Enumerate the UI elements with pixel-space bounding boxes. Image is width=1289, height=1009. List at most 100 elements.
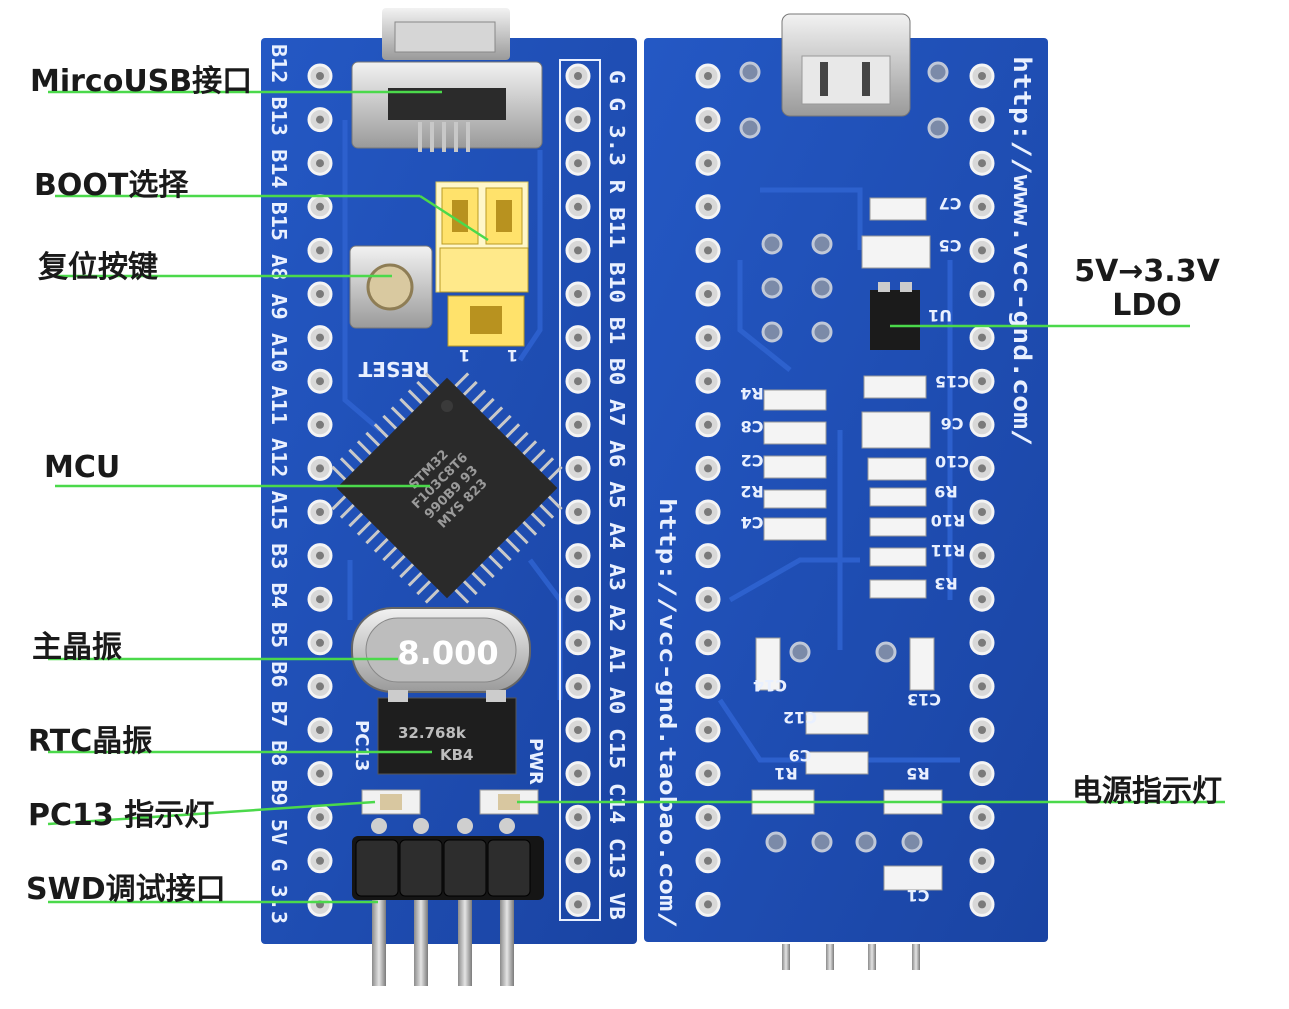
chip-pin	[496, 546, 512, 562]
chip-pin	[530, 448, 546, 464]
component-designator: R9	[934, 482, 957, 501]
rtc-crystal	[377, 690, 517, 775]
back-small-vias	[739, 61, 949, 853]
reset-button	[349, 245, 433, 329]
chip-pin	[365, 431, 381, 447]
header-hole-center	[978, 420, 986, 429]
header-hole-center	[978, 202, 986, 211]
header-hole-center	[574, 159, 582, 168]
component-designator: C6	[941, 414, 964, 433]
chip-pin	[382, 546, 398, 562]
chip-pin	[331, 465, 347, 481]
chip-pin	[407, 571, 423, 587]
header-hole-center	[316, 638, 324, 647]
chip-pin	[462, 380, 478, 396]
chip-pin	[505, 537, 521, 553]
header-hole-center	[574, 551, 582, 560]
label-main-crystal: 主晶振	[32, 630, 122, 665]
label-ldo-line1: 5V→3.3V	[1074, 254, 1220, 289]
chip-pin	[390, 554, 406, 570]
header-hole-center	[316, 769, 324, 778]
header-hole-center	[704, 551, 712, 560]
chip-pin	[522, 520, 538, 536]
header-hole-center	[704, 246, 712, 255]
header-hole-center	[704, 595, 712, 604]
header-hole-center	[574, 726, 582, 734]
left-pin-silkscreen: B12 B13 B14 B15 A8 A9 A10 A11 A12 A15 B3…	[267, 44, 291, 924]
header-hole-center	[316, 333, 324, 342]
header-hole-center	[704, 159, 712, 168]
chip-pin	[348, 512, 364, 528]
chip-pin	[530, 512, 546, 528]
chip-pin	[454, 372, 470, 388]
header-hole-center	[978, 464, 986, 473]
chip-pin	[547, 465, 563, 481]
header-hole-center	[574, 377, 582, 386]
component-designator: U1	[928, 306, 952, 325]
component-designator: C9	[789, 746, 812, 765]
chip-pin	[488, 406, 504, 422]
label-pc13-led: PC13 指示灯	[28, 798, 215, 833]
header-hole-center	[316, 115, 324, 124]
header-hole-center	[978, 682, 986, 691]
chip-pin	[373, 423, 389, 439]
header-hole-center	[316, 159, 324, 168]
chip-pin	[496, 414, 512, 430]
header-hole-center	[978, 333, 986, 342]
svg-text:http://www.vcc-gnd.com/: http://www.vcc-gnd.com/	[1008, 56, 1036, 446]
header-hole-center	[316, 420, 324, 429]
header-hole-center	[978, 115, 986, 124]
header-hole-center	[704, 202, 712, 211]
header-hole-center	[978, 246, 986, 255]
header-hole-center	[978, 377, 986, 386]
component-designator: C8	[741, 417, 764, 436]
chip-pin	[547, 495, 563, 511]
component-designator: R2	[740, 482, 763, 501]
header-hole-center	[704, 813, 712, 822]
chip-pin	[471, 389, 487, 405]
chip-pin	[382, 414, 398, 430]
back-smd-parts	[751, 197, 943, 891]
chip-pin	[454, 588, 470, 604]
pwr-silkscreen: PWR	[525, 738, 546, 785]
mcu-marking: STM32 F103C8T6 990B9 93 MYS 823	[406, 447, 490, 531]
chip-pin	[416, 580, 432, 596]
chip-pin	[399, 563, 415, 579]
boot-jumpers	[435, 181, 529, 347]
chip-pin	[462, 580, 478, 596]
header-hole-center	[978, 900, 986, 909]
component-designator: C12	[783, 708, 817, 727]
component-designator: R4	[740, 384, 763, 403]
back-header-pins	[782, 944, 920, 970]
chip-pin	[390, 406, 406, 422]
header-hole-center	[316, 290, 324, 298]
header-hole-center	[574, 769, 582, 778]
header-hole-center	[978, 638, 986, 647]
component-designator: R3	[934, 574, 957, 593]
header-hole-center	[574, 508, 582, 516]
header-hole-center	[704, 333, 712, 342]
header-hole-center	[574, 813, 582, 822]
header-hole-center	[316, 595, 324, 604]
header-hole-center	[574, 900, 582, 909]
main-crystal	[351, 607, 531, 693]
micro-usb-connector	[351, 8, 543, 152]
header-hole-center	[978, 159, 986, 168]
svg-text:B12 B13 B14 B15 A8 A9 A10 A11: B12 B13 B14 B15 A8 A9 A10 A11 A12 A15 B3…	[267, 44, 291, 924]
front-board: B12 B13 B14 B15 A8 A9 A10 A11 A12 A15 B3…	[261, 8, 637, 986]
label-micro-usb: MircoUSB接口	[30, 64, 253, 99]
header-hole-center	[704, 72, 712, 80]
header-hole-center	[704, 420, 712, 429]
svg-text:http://vcc-gnd.taobao.com/: http://vcc-gnd.taobao.com/	[654, 498, 679, 928]
chip-pin	[373, 537, 389, 553]
component-designator: R5	[906, 764, 929, 783]
chip-pin	[348, 448, 364, 464]
chip-pin	[356, 440, 372, 456]
header-hole-center	[316, 202, 324, 211]
chip-pin	[479, 563, 495, 579]
header-hole-center	[316, 377, 324, 386]
chip-pin	[479, 397, 495, 413]
header-hole-center	[574, 464, 582, 473]
header-hole-center	[574, 202, 582, 211]
label-ldo-line2: LDO	[1112, 288, 1182, 323]
